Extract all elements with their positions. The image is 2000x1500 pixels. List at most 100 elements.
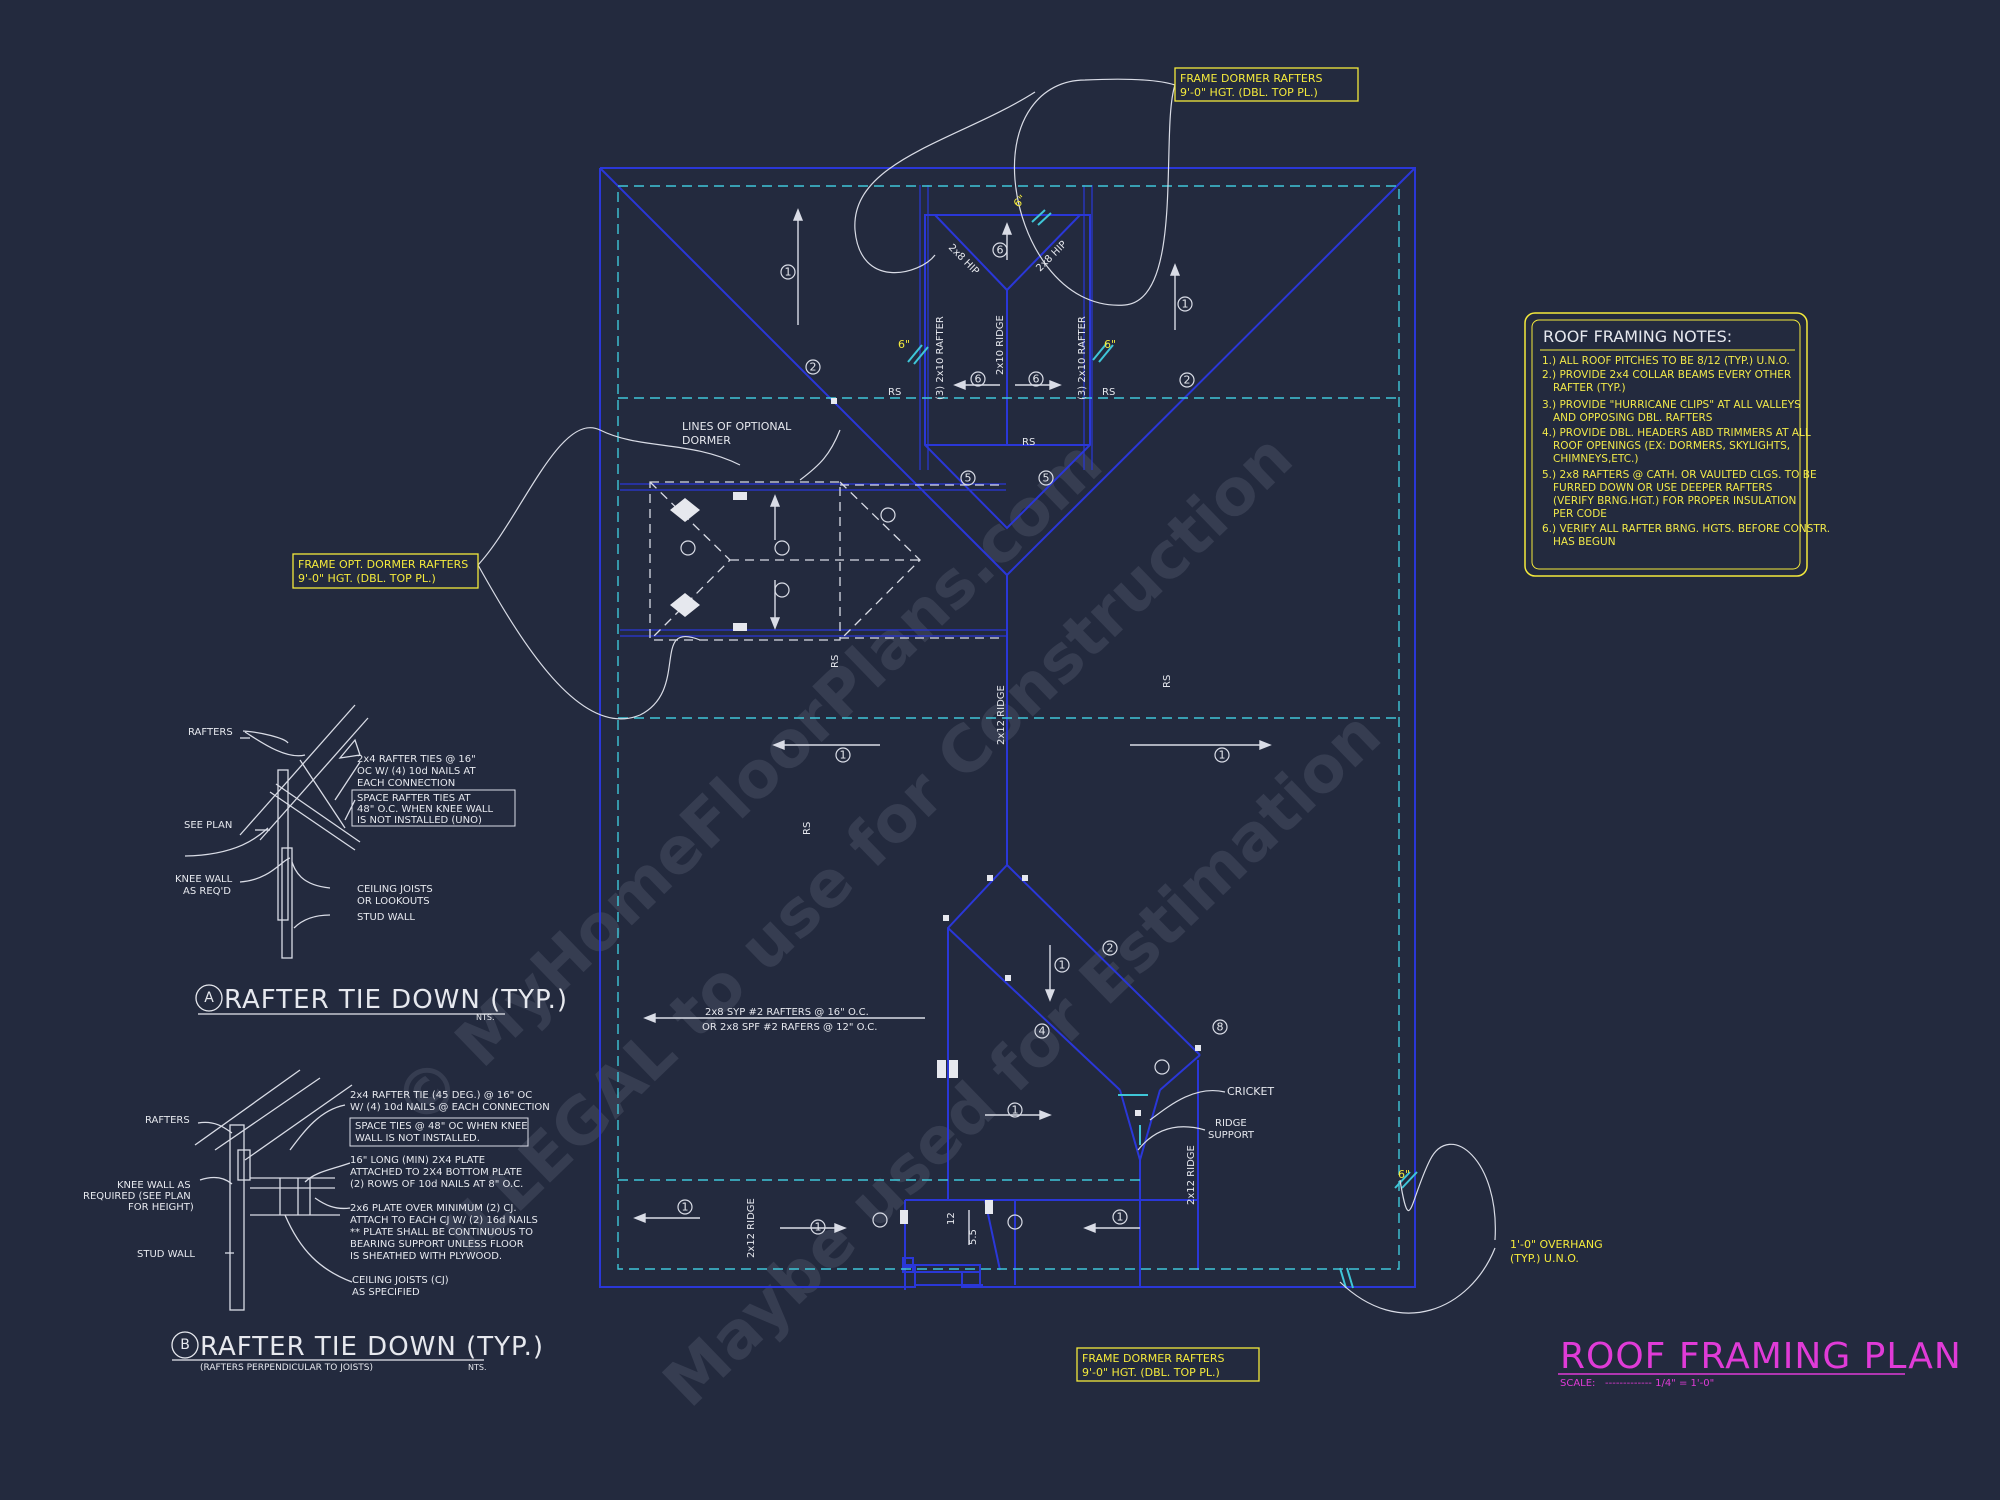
svg-text:(2) ROWS OF 10d NAILS AT 8" O.: (2) ROWS OF 10d NAILS AT 8" O.C.	[350, 1179, 523, 1190]
label-dim-12: 12	[946, 1212, 957, 1225]
notes-title: ROOF FRAMING NOTES:	[1543, 327, 1732, 346]
svg-text:2x4 RAFTER TIES @ 16": 2x4 RAFTER TIES @ 16"	[357, 754, 476, 765]
svg-text:9'-0" HGT. (DBL. TOP PL.): 9'-0" HGT. (DBL. TOP PL.)	[1180, 86, 1318, 99]
svg-text:FOR HEIGHT): FOR HEIGHT)	[128, 1202, 194, 1213]
detail-a-rafter-tie-down: RAFTERS SEE PLAN KNEE WALL AS REQ'D 2x4 …	[175, 704, 568, 1022]
svg-text:IS SHEATHED WITH PLYWOOD.: IS SHEATHED WITH PLYWOOD.	[350, 1251, 502, 1262]
svg-text:RIDGE: RIDGE	[1215, 1118, 1247, 1129]
svg-text:FRAME DORMER RAFTERS: FRAME DORMER RAFTERS	[1082, 1352, 1225, 1365]
label-rafter-right: (3) 2x10 RAFTER	[1077, 316, 1088, 400]
svg-text:1: 1	[1012, 1104, 1019, 1117]
detail-b-letter: B	[180, 1337, 190, 1353]
svg-text:1.) ALL ROOF PITCHES TO BE 8/: 1.) ALL ROOF PITCHES TO BE 8/12 (TYP.) U…	[1542, 355, 1790, 367]
detail-a-rafters-label: RAFTERS	[188, 727, 233, 738]
detail-b-stud-wall-label: STUD WALL	[137, 1249, 195, 1260]
svg-text:ATTACHED TO 2X4 BOTTOM PLATE: ATTACHED TO 2X4 BOTTOM PLATE	[350, 1167, 522, 1178]
notes-list: 1.) ALL ROOF PITCHES TO BE 8/12 (TYP.) U…	[1542, 355, 1830, 548]
optional-dormer	[649, 481, 1000, 641]
wall-line-dashed	[617, 185, 1400, 1270]
svg-text:W/ (4) 10d NAILS @ EACH CONNEC: W/ (4) 10d NAILS @ EACH CONNECTION	[350, 1102, 550, 1113]
label-pitch: 6"	[898, 338, 910, 351]
svg-text:NTS.: NTS.	[476, 1013, 495, 1022]
svg-text:6: 6	[997, 244, 1004, 257]
svg-text:2x6 PLATE OVER MINIMUM (2) CJ.: 2x6 PLATE OVER MINIMUM (2) CJ.	[350, 1203, 517, 1214]
svg-text:1: 1	[1219, 749, 1226, 762]
label-cricket: CRICKET	[1227, 1085, 1274, 1098]
svg-text:SPACE TIES @ 48" OC WHEN KNEE: SPACE TIES @ 48" OC WHEN KNEE	[355, 1121, 528, 1132]
svg-text:5: 5	[965, 472, 972, 485]
svg-text:(VERIFY BRNG.HGT.) FOR PROPER: (VERIFY BRNG.HGT.) FOR PROPER INSULATION	[1553, 495, 1796, 507]
detail-b-rafters-label: RAFTERS	[145, 1115, 190, 1126]
svg-text:FRAME OPT. DORMER RAFTERS: FRAME OPT. DORMER RAFTERS	[298, 558, 468, 571]
label-rs: RS	[802, 822, 813, 835]
hip-line	[599, 167, 1008, 576]
connection-markers	[670, 398, 1201, 1224]
lower-wing-hips	[947, 864, 1201, 1287]
svg-text:1: 1	[1117, 1211, 1124, 1224]
label-ridge-2x10: 2x10 RIDGE	[995, 315, 1006, 375]
hip-line	[1006, 167, 1416, 576]
label-rafters-note-1: 2x8 SYP #2 RAFTERS @ 16" O.C.	[705, 1007, 869, 1018]
callout-frame-dormer-top: FRAME DORMER RAFTERS 9'-0" HGT. (DBL. TO…	[1174, 67, 1359, 102]
watermark-line-2: ILLEGAL to use for Construction	[430, 421, 1307, 1272]
svg-text:48" O.C. WHEN KNEE WALL: 48" O.C. WHEN KNEE WALL	[357, 804, 493, 815]
svg-text:AS REQ'D: AS REQ'D	[183, 886, 231, 897]
svg-text:PER CODE: PER CODE	[1553, 508, 1607, 520]
svg-text:KNEE WALL AS: KNEE WALL AS	[117, 1180, 191, 1191]
callout-frame-dormer-bottom: FRAME DORMER RAFTERS 9'-0" HGT. (DBL. TO…	[1076, 1347, 1260, 1382]
svg-text:2: 2	[810, 361, 817, 374]
roof-plan	[599, 167, 1416, 1290]
svg-text:SUPPORT: SUPPORT	[1208, 1130, 1255, 1141]
svg-text:AND OPPOSING DBL. RAFTERS: AND OPPOSING DBL. RAFTERS	[1553, 412, 1713, 424]
svg-text:NTS.: NTS.	[468, 1363, 487, 1372]
svg-text:8: 8	[1217, 1021, 1224, 1034]
double-rafters	[620, 185, 1093, 637]
roof-framing-notes: ROOF FRAMING NOTES: 1.) ALL ROOF PITCHES…	[1524, 312, 1830, 577]
svg-text:CEILING JOISTS (CJ): CEILING JOISTS (CJ)	[352, 1275, 449, 1286]
label-dim-5-5: 5.5	[968, 1229, 979, 1245]
svg-text:5.) 2x8 RAFTERS @ CATH. OR VAU: 5.) 2x8 RAFTERS @ CATH. OR VAULTED CLGS.…	[1542, 469, 1817, 481]
svg-text:EACH CONNECTION: EACH CONNECTION	[357, 778, 455, 789]
svg-text:FURRED DOWN OR USE DEEPER RAFT: FURRED DOWN OR USE DEEPER RAFTERS	[1553, 482, 1773, 494]
svg-text:DORMER: DORMER	[682, 434, 731, 447]
svg-text:ROOF OPENINGS (EX: DORMERS, SK: ROOF OPENINGS (EX: DORMERS, SKYLIGHTS,	[1553, 440, 1790, 452]
callout-frame-opt-dormer: FRAME OPT. DORMER RAFTERS 9'-0" HGT. (DB…	[292, 553, 479, 589]
label-rafter-left: (3) 2x10 RAFTER	[935, 316, 946, 400]
scale-label: SCALE:	[1560, 1378, 1595, 1389]
label-ridge-lower-right: 2x12 RIDGE	[1186, 1145, 1197, 1205]
svg-text:1: 1	[840, 749, 847, 762]
svg-text:RAFTER (TYP.): RAFTER (TYP.)	[1553, 382, 1626, 394]
svg-text:9'-0" HGT. (DBL. TOP PL.): 9'-0" HGT. (DBL. TOP PL.)	[1082, 1366, 1220, 1379]
svg-text:4.) PROVIDE DBL. HEADERS ABD T: 4.) PROVIDE DBL. HEADERS ABD TRIMMERS AT…	[1542, 427, 1811, 439]
svg-text:REQUIRED (SEE PLAN: REQUIRED (SEE PLAN	[83, 1191, 191, 1202]
label-optional-dormer: LINES OF OPTIONAL DORMER	[682, 420, 792, 447]
label-rs: RS	[888, 387, 901, 398]
detail-b-rafter-tie-down: RAFTERS KNEE WALL AS REQUIRED (SEE PLAN …	[83, 1069, 550, 1373]
svg-text:6.) VERIFY ALL RAFTER BRNG. HG: 6.) VERIFY ALL RAFTER BRNG. HGTS. BEFORE…	[1542, 523, 1830, 535]
upper-dormer-outline	[924, 214, 1091, 530]
svg-text:16" LONG (MIN) 2X4 PLATE: 16" LONG (MIN) 2X4 PLATE	[350, 1155, 485, 1166]
svg-text:(RAFTERS PERPENDICULAR TO JOIS: (RAFTERS PERPENDICULAR TO JOISTS)	[200, 1363, 373, 1373]
dashed-lines	[617, 185, 1400, 1270]
svg-text:LINES OF OPTIONAL: LINES OF OPTIONAL	[682, 420, 792, 433]
label-pitch: 6"	[1398, 1168, 1410, 1181]
svg-text:** PLATE SHALL BE CONTINUOUS T: ** PLATE SHALL BE CONTINUOUS TO	[350, 1227, 533, 1238]
svg-text:FRAME DORMER RAFTERS: FRAME DORMER RAFTERS	[1180, 72, 1323, 85]
svg-text:SPACE RAFTER TIES AT: SPACE RAFTER TIES AT	[357, 793, 471, 804]
svg-text:BEARING SUPPORT UNLESS FLOOR: BEARING SUPPORT UNLESS FLOOR	[350, 1239, 524, 1250]
detail-a-title: RAFTER TIE DOWN (TYP.)	[224, 985, 568, 1015]
detail-a-letter: A	[204, 990, 214, 1006]
label-hip-left: 2x8 HIP	[946, 242, 981, 277]
label-main-ridge: 2x12 RIDGE	[996, 685, 1007, 745]
svg-text:IS NOT INSTALLED (UNO): IS NOT INSTALLED (UNO)	[357, 815, 482, 826]
watermark: © MyHomeFloorPlans.com ILLEGAL to use fo…	[380, 421, 1396, 1422]
label-rs: RS	[830, 655, 841, 668]
scale-value: ------------- 1/4" = 1'-0"	[1605, 1378, 1714, 1389]
svg-text:1: 1	[785, 266, 792, 279]
hurricane-clip-marks	[907, 209, 1418, 1289]
svg-text:2: 2	[1184, 374, 1191, 387]
detail-a-stud-wall-label: STUD WALL	[357, 912, 415, 923]
svg-text:OC W/ (4) 10d NAILS AT: OC W/ (4) 10d NAILS AT	[357, 766, 476, 777]
label-pitch: 6"	[1011, 192, 1029, 210]
leader-curves	[477, 78, 1496, 1314]
